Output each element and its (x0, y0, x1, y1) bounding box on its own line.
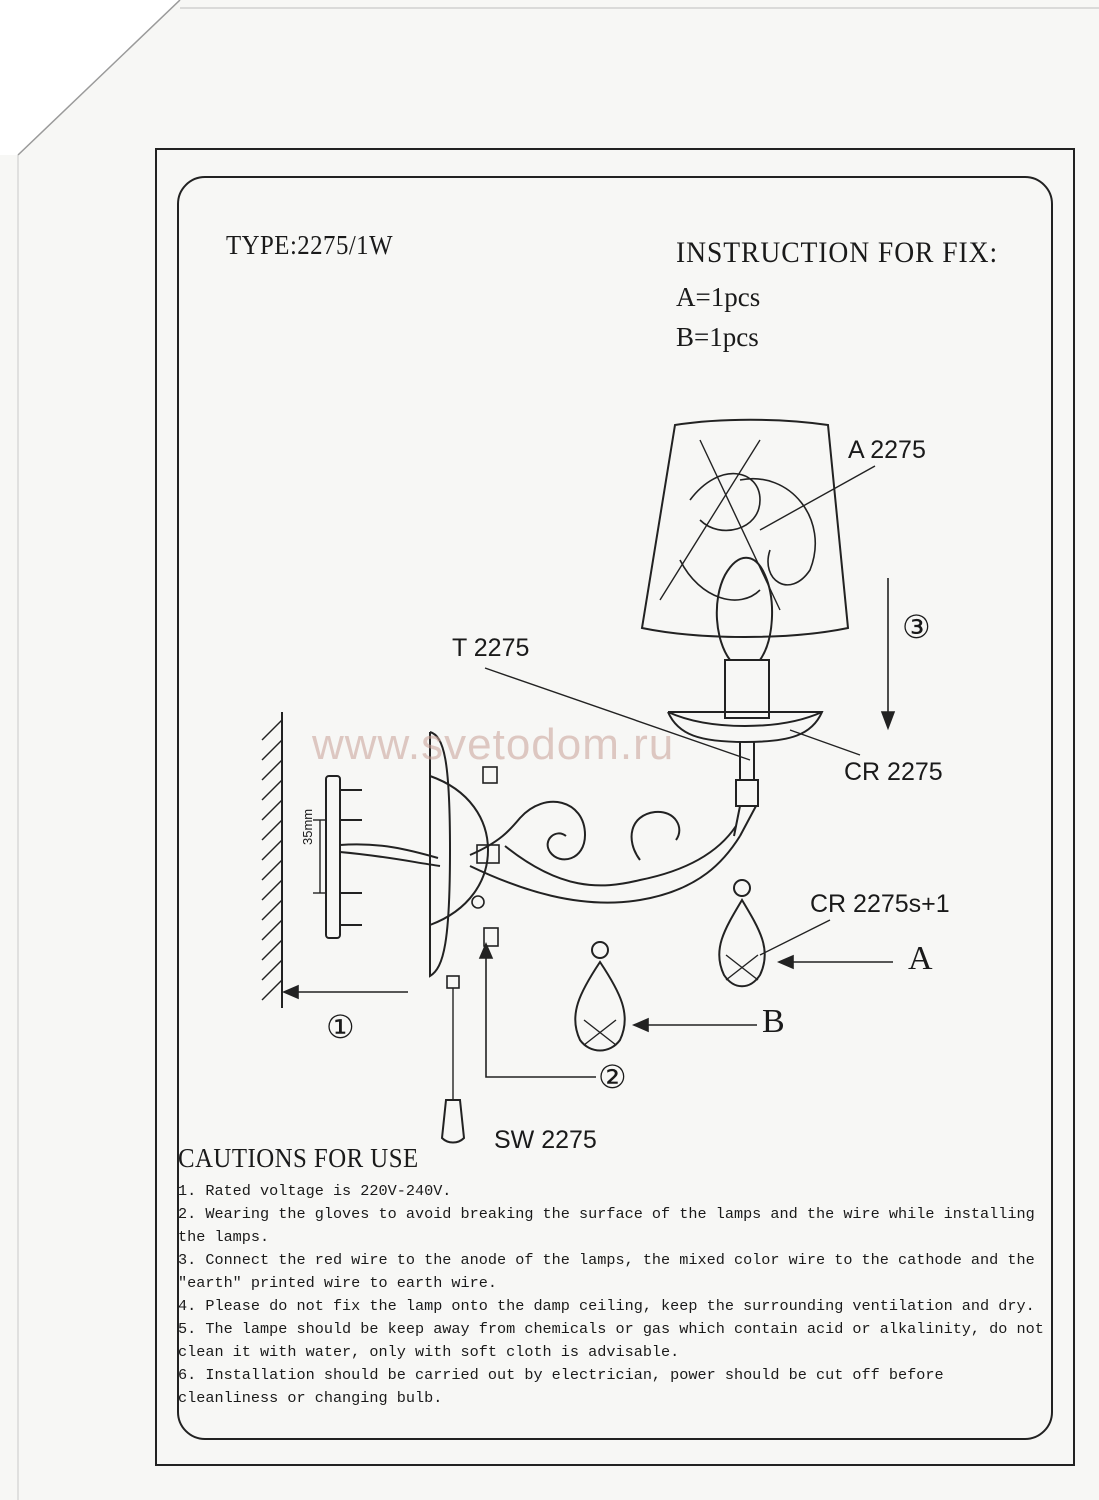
caution-item-3: 3. Connect the red wire to the anode of … (178, 1251, 1035, 1292)
wall (261, 712, 283, 1008)
pull-switch (440, 975, 466, 1144)
bulb-holder (667, 556, 824, 807)
callout-a: A (908, 940, 933, 977)
type-label: TYPE:2275/1W (226, 230, 393, 260)
mounting-bracket (313, 775, 441, 939)
label-crystal: CR 2275s+1 (810, 890, 950, 918)
step-2: ② (598, 1059, 627, 1095)
canopy (429, 731, 500, 978)
step-1: ① (326, 1009, 355, 1045)
instruction-title: INSTRUCTION FOR FIX: (676, 236, 999, 269)
caution-item-2: 2. Wearing the gloves to avoid breaking … (178, 1205, 1035, 1246)
inner-border (177, 176, 1053, 1440)
label-cup: CR 2275 (844, 758, 943, 786)
caution-item-5: 5. The lampe should be keep away from ch… (178, 1320, 1044, 1361)
watermark: www.svetodom.ru (312, 720, 675, 769)
lamp-arm (469, 800, 758, 904)
label-shade: A 2275 (848, 436, 926, 464)
cautions-title: CAUTIONS FOR USE (178, 1143, 419, 1173)
quantity-b: B=1pcs (676, 322, 759, 352)
caution-item-1: 1. Rated voltage is 220V-240V. (178, 1182, 452, 1200)
label-tube: T 2275 (452, 634, 530, 662)
leader-lines (484, 465, 876, 956)
callout-b: B (762, 1003, 785, 1040)
cautions-list: 1. Rated voltage is 220V-240V. 2. Wearin… (178, 1180, 1048, 1410)
step-3: ③ (902, 609, 931, 645)
caution-item-4: 4. Please do not fix the lamp onto the d… (178, 1297, 1035, 1315)
quantity-a: A=1pcs (676, 282, 761, 312)
crystal-pendant-b (574, 941, 626, 1052)
caution-item-6: 6. Installation should be carried out by… (178, 1366, 944, 1407)
arrows (281, 578, 896, 1078)
lamp-shade (640, 418, 850, 638)
label-switch: SW 2275 (494, 1126, 597, 1154)
crystal-pendant-a (718, 879, 766, 988)
dimension-label: 35mm (300, 808, 315, 845)
outer-border (155, 148, 1075, 1466)
